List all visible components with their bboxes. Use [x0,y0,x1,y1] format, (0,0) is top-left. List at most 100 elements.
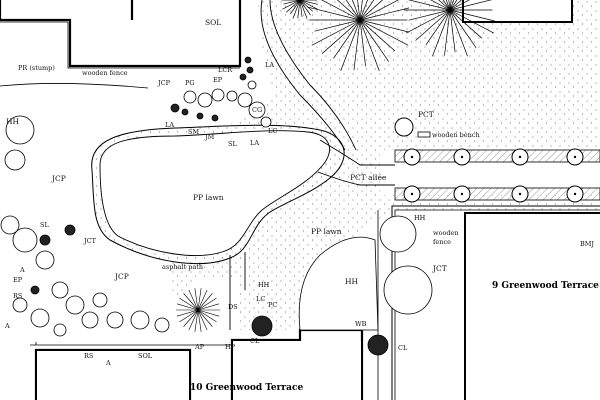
canopy-branch [352,0,361,21]
house-top-right [462,0,573,23]
shrub [181,108,189,116]
label-cl-1: CL [250,337,260,345]
canopy-branch [290,0,301,15]
shrub [12,297,28,313]
pct-tree [394,117,414,137]
house-top-inner [0,21,240,69]
allee-tree-trunk [573,155,577,159]
canopy-branch [299,0,318,10]
canopy-branch [449,0,470,11]
label-lc-2: LC [256,295,265,303]
canopy-branch [321,19,361,54]
asphalt-path [99,130,330,256]
allee-tree-trunk [410,192,414,196]
label-rs-left: RS [13,292,22,300]
canopy-branch [449,9,477,49]
fence-left [0,83,149,89]
shrub-branch [183,309,199,327]
label-lcr: LCR [218,66,233,74]
shrub [39,234,51,246]
canopy-branch [292,0,301,19]
shrub [53,323,67,337]
shrub [130,310,150,330]
canopy-branch [357,0,361,21]
shrub [383,265,433,315]
label-hh-right: HH [345,277,359,286]
shrub [106,311,124,329]
shrub-branch [197,297,217,311]
shrub-branch [197,309,220,317]
canopy-branch [449,0,493,11]
shrub [260,116,272,128]
shrub [247,80,257,90]
canopy-branch [449,9,468,57]
canopy-branch [359,19,380,72]
canopy-branch [359,0,384,21]
label-pc: PC [268,301,277,309]
house-9-inner-line-2 [394,209,600,400]
shrub [248,101,266,119]
shrub [154,317,170,333]
shrub [4,149,26,171]
label-la-1: LA [265,61,274,69]
shrub [65,295,85,315]
canopy-branch [415,9,451,41]
canopy-branch [333,19,361,59]
canopy-branch [449,0,458,11]
shrub-branch [194,288,199,311]
shrub [211,88,225,102]
canopy-branch [283,0,301,5]
label-cl-2: CL [398,344,408,352]
house-9-fill [466,214,600,400]
canopy-branch [449,9,495,22]
label-pg: PG [185,79,195,87]
canopy-branch [359,0,363,21]
label-sl-left: SL [40,221,49,229]
canopy-branch [408,9,451,21]
path-to-allee [319,139,395,166]
shrub [30,308,50,328]
hedge-outline [298,236,379,331]
shrub [367,334,389,356]
shrub [30,285,40,295]
label-fence-top: wooden fence [82,69,128,77]
label-hh-left: HH [6,117,20,126]
label-jct-right: JCT [432,264,447,273]
label-fence-right-2: fence [433,238,451,246]
canopy-branch [438,0,451,11]
canopy-branch [311,19,361,46]
canopy-branch [406,9,451,34]
label-sm: SM [188,128,199,136]
shrub [239,73,247,81]
shrub [5,115,35,145]
canopy-branch [299,0,303,17]
allee-tree-trunk [460,192,464,196]
canopy-branch [299,0,313,12]
canopy-branch [299,0,308,19]
label-lc-1: LC [268,127,277,135]
path-to-top-2 [269,0,357,151]
shrub-branch [197,309,213,327]
label-cg: CG [252,106,262,114]
canopy-branch [340,19,361,72]
label-sl-mid: SL [228,140,237,148]
canopy-branch [449,9,483,39]
shrub-branch [188,309,199,331]
shrub [237,92,253,108]
label-jct-left: JCT [83,237,97,245]
shrub [244,56,252,64]
allee-tree-trunk [410,155,414,159]
label-ep-left: EP [13,276,23,284]
label-hh-bed: HH [258,281,270,289]
shrub [35,250,55,270]
canopy-branch [425,9,451,46]
label-jcp-left: JCP [51,174,66,183]
shrub [379,215,417,253]
label-ds: DS [228,303,238,311]
tree-canopy-top [281,0,495,72]
label-a-1: A [19,266,25,274]
allee-tree-trunk [518,155,522,159]
canopy-branch [359,19,409,46]
planting-clusters [0,56,433,356]
label-asphalt-path: asphalt path [162,263,203,271]
